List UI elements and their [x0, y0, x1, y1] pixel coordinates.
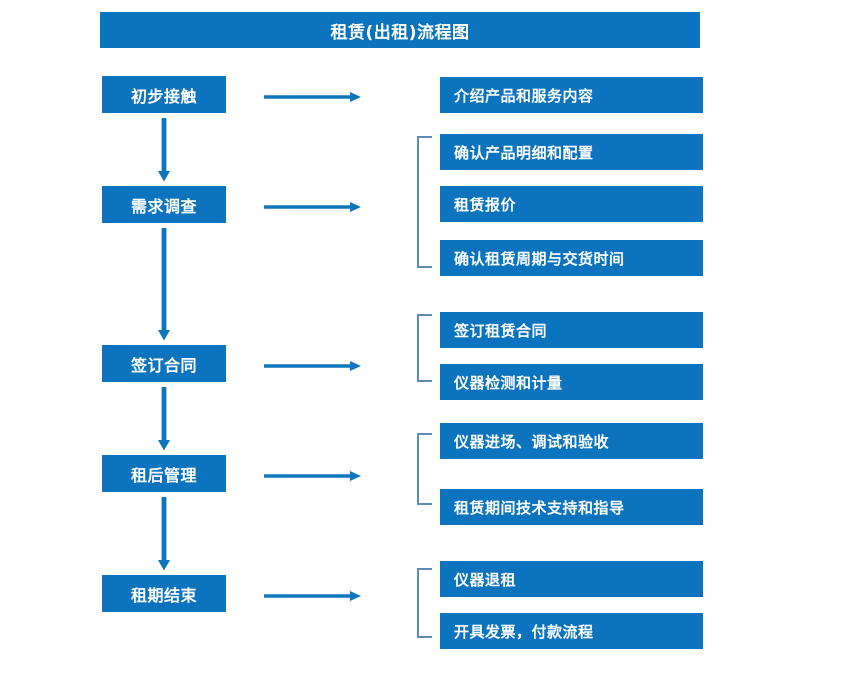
detail-box-2-2[interactable]: 租赁报价: [440, 186, 703, 222]
detail-box-label: 确认产品明细和配置: [454, 143, 594, 162]
stage-box-label: 签订合同: [130, 355, 197, 375]
group-bracket-2: [417, 136, 432, 268]
group-bracket-3: [417, 314, 432, 382]
stage-box-label: 租后管理: [130, 465, 197, 485]
detail-box-label: 介绍产品和服务内容: [454, 86, 594, 105]
detail-box-2-3[interactable]: 确认租赁周期与交货时间: [440, 240, 703, 276]
arrow-rental-end-icon: [264, 587, 362, 601]
arrow-initial-contact-icon: [264, 88, 362, 102]
detail-box-4-1[interactable]: 仪器进场、调试和验收: [440, 423, 703, 459]
detail-box-5-1[interactable]: 仪器退租: [440, 561, 703, 597]
detail-box-label: 租赁报价: [454, 195, 517, 214]
arrow-post-rental-icon: [264, 467, 362, 481]
page-title: 租赁(出租)流程图: [100, 12, 700, 48]
group-bracket-4: [417, 433, 432, 505]
stage-box-5[interactable]: 租期结束: [102, 575, 226, 612]
stage-box-4[interactable]: 租后管理: [102, 455, 226, 492]
detail-box-label: 仪器检测和计量: [454, 373, 563, 392]
detail-box-3-2[interactable]: 仪器检测和计量: [440, 364, 703, 400]
detail-box-1-1[interactable]: 介绍产品和服务内容: [440, 77, 703, 113]
stage-box-label: 初步接触: [130, 86, 197, 106]
detail-box-3-1[interactable]: 签订租赁合同: [440, 312, 703, 348]
detail-box-label: 仪器退租: [454, 570, 517, 589]
detail-box-label: 租赁期间技术支持和指导: [454, 498, 625, 517]
arrow-demand-survey-icon: [264, 198, 362, 212]
detail-box-label: 开具发票，付款流程: [454, 622, 594, 641]
flow-arrow-2-icon: [157, 228, 171, 341]
stage-box-2[interactable]: 需求调查: [102, 186, 226, 223]
flow-arrow-3-icon: [157, 387, 171, 451]
detail-box-2-1[interactable]: 确认产品明细和配置: [440, 134, 703, 170]
flow-arrow-4-icon: [157, 497, 171, 571]
stage-box-label: 需求调查: [130, 196, 197, 216]
stage-box-1[interactable]: 初步接触: [102, 76, 226, 113]
arrow-sign-contract-icon: [264, 357, 362, 371]
detail-box-5-2[interactable]: 开具发票，付款流程: [440, 613, 703, 649]
flow-arrow-1-icon: [157, 118, 171, 182]
detail-box-label: 签订租赁合同: [454, 321, 548, 340]
stage-box-3[interactable]: 签订合同: [102, 345, 226, 382]
group-bracket-5: [417, 568, 432, 638]
stage-box-label: 租期结束: [130, 585, 197, 605]
detail-box-4-2[interactable]: 租赁期间技术支持和指导: [440, 489, 703, 525]
detail-box-label: 确认租赁周期与交货时间: [454, 249, 625, 268]
detail-box-label: 仪器进场、调试和验收: [454, 432, 610, 451]
